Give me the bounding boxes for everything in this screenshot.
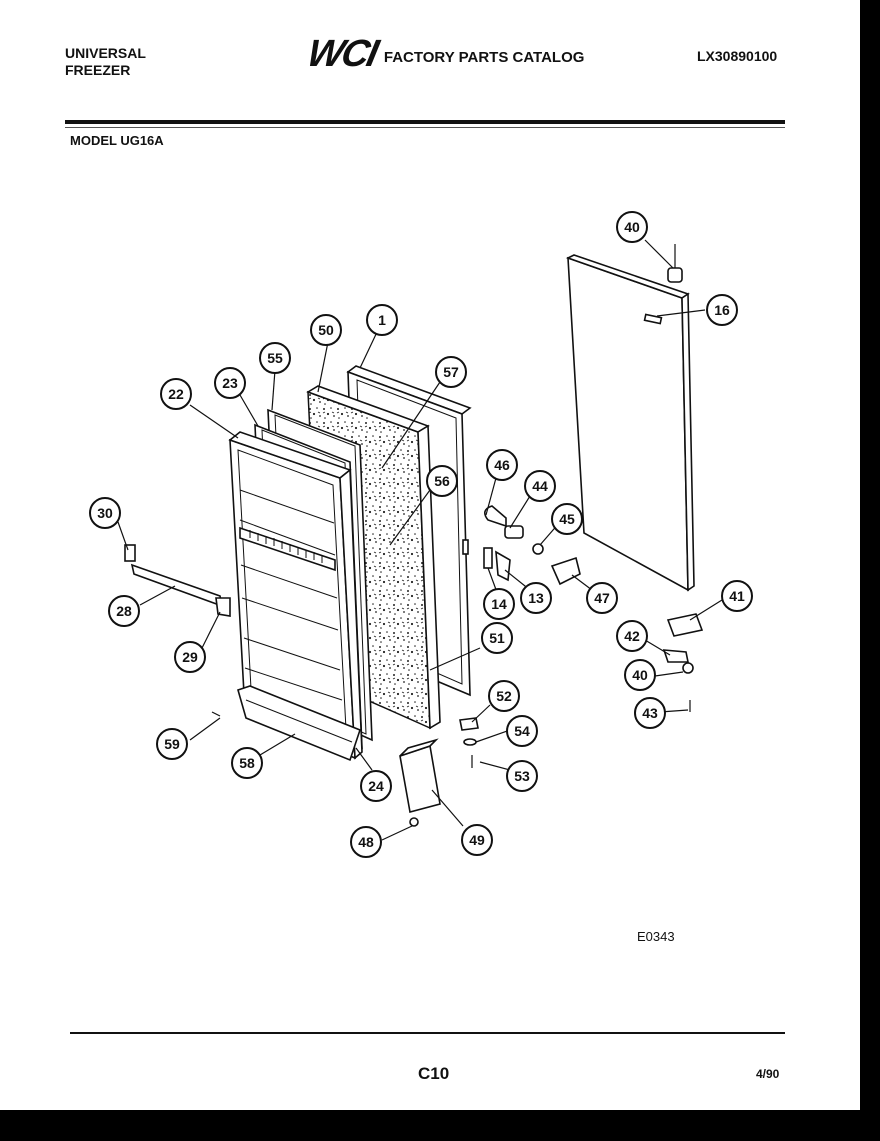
callout-42: 42: [616, 620, 648, 652]
callout-48: 48: [350, 826, 382, 858]
callout-14: 14: [483, 588, 515, 620]
callout-50: 50: [310, 314, 342, 346]
svg-text:52: 52: [496, 688, 512, 704]
header-rule-thin: [65, 127, 785, 128]
callout-1: 1: [366, 304, 398, 336]
svg-text:30: 30: [97, 505, 113, 521]
catalog-title: FACTORY PARTS CATALOG: [383, 48, 585, 66]
callout-45: 45: [551, 503, 583, 535]
leader-lines: [117, 239, 723, 841]
callout-40-top: 40: [616, 211, 648, 243]
callout-59: 59: [156, 728, 188, 760]
callout-29: 29: [174, 641, 206, 673]
svg-text:55: 55: [267, 350, 283, 366]
callout-22: 22: [160, 378, 192, 410]
callout-30: 30: [89, 497, 121, 529]
callout-28: 28: [108, 595, 140, 627]
svg-text:46: 46: [494, 457, 510, 473]
callout-23: 23: [214, 367, 246, 399]
callout-47: 47: [586, 582, 618, 614]
footer-rule: [70, 1032, 785, 1034]
hinge-hardware: [211, 244, 704, 827]
svg-text:22: 22: [168, 386, 184, 402]
catalog-number: LX30890100: [697, 48, 778, 64]
svg-text:1: 1: [378, 312, 386, 328]
bottom-grille: [237, 685, 361, 762]
svg-text:16: 16: [714, 302, 730, 318]
svg-text:13: 13: [528, 590, 544, 606]
svg-text:29: 29: [182, 649, 198, 665]
svg-text:41: 41: [729, 588, 745, 604]
callout-58: 58: [231, 747, 263, 779]
svg-text:42: 42: [624, 628, 640, 644]
callout-56: 56: [426, 465, 458, 497]
callout-24: 24: [360, 770, 392, 802]
svg-text:50: 50: [318, 322, 334, 338]
svg-text:45: 45: [559, 511, 575, 527]
callout-55: 55: [259, 342, 291, 374]
svg-text:40: 40: [632, 667, 648, 683]
door-liner-with-shelves: [228, 431, 363, 760]
model-label: MODEL UG16A: [70, 133, 164, 148]
svg-text:48: 48: [358, 834, 374, 850]
callout-43: 43: [634, 697, 666, 729]
svg-text:54: 54: [514, 723, 530, 739]
header-rule: [65, 120, 785, 124]
svg-text:47: 47: [594, 590, 610, 606]
callout-16: 16: [706, 294, 738, 326]
svg-text:23: 23: [222, 375, 238, 391]
svg-text:57: 57: [443, 364, 459, 380]
exploded-parts-diagram: 40 16 1 50 55 57 23 22 46 44 56 45 30 14…: [89, 211, 753, 944]
page-number: C10: [418, 1064, 450, 1083]
revision-date: 4/90: [756, 1067, 780, 1081]
callout-54: 54: [506, 715, 538, 747]
diagram-reference-code: E0343: [637, 929, 675, 944]
shelf-bar: [124, 544, 231, 617]
callout-53: 53: [506, 760, 538, 792]
brand-block: UNIVERSAL FREEZER: [65, 45, 146, 79]
svg-text:58: 58: [239, 755, 255, 771]
svg-text:28: 28: [116, 603, 132, 619]
outer-door-panel: [565, 254, 695, 592]
brand-line-2: FREEZER: [65, 62, 131, 78]
parts-catalog-sheet: UNIVERSAL FREEZER WCI FACTORY PARTS CATA…: [0, 0, 860, 1110]
callout-52: 52: [488, 680, 520, 712]
callout-44: 44: [524, 470, 556, 502]
callout-40-bottom: 40: [624, 659, 656, 691]
svg-text:53: 53: [514, 768, 530, 784]
svg-text:49: 49: [469, 832, 485, 848]
svg-text:43: 43: [642, 705, 658, 721]
catalog-header: WCI FACTORY PARTS CATALOG: [304, 33, 585, 75]
svg-text:24: 24: [368, 778, 384, 794]
callout-57: 57: [435, 356, 467, 388]
callout-13: 13: [520, 582, 552, 614]
svg-text:40: 40: [624, 219, 640, 235]
svg-text:59: 59: [164, 736, 180, 752]
callout-51: 51: [481, 622, 513, 654]
svg-text:44: 44: [532, 478, 548, 494]
svg-text:51: 51: [489, 630, 505, 646]
callout-41: 41: [721, 580, 753, 612]
brand-line-1: UNIVERSAL: [65, 45, 146, 61]
svg-text:14: 14: [491, 596, 507, 612]
svg-text:56: 56: [434, 473, 450, 489]
callout-46: 46: [486, 449, 518, 481]
callout-49: 49: [461, 824, 493, 856]
